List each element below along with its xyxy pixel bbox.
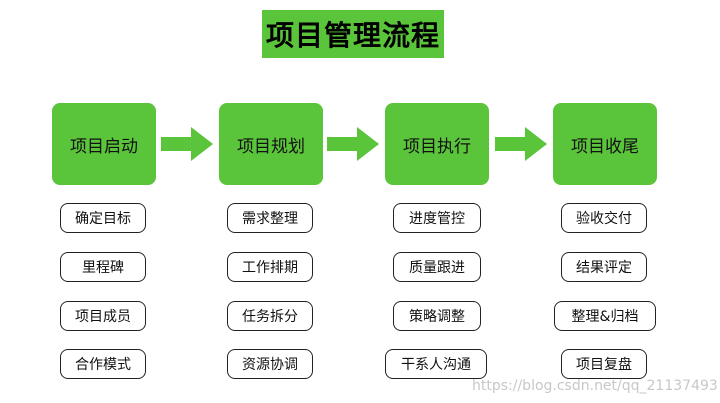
task-item: 合作模式 [60, 349, 146, 379]
task-item: 质量跟进 [393, 252, 481, 282]
task-item: 进度管控 [393, 203, 481, 233]
task-item: 整理&归档 [554, 301, 656, 331]
phase-label: 项目规划 [237, 136, 305, 157]
phase-label: 项目收尾 [571, 136, 639, 157]
phase-box-close: 项目收尾 [553, 103, 657, 185]
arrow-right-icon [161, 127, 213, 161]
task-item: 项目复盘 [561, 349, 647, 379]
task-item: 里程碑 [60, 252, 146, 282]
task-item: 结果评定 [561, 252, 647, 282]
phase-label: 项目执行 [403, 136, 471, 157]
task-item: 任务拆分 [227, 301, 313, 331]
task-item: 确定目标 [60, 203, 146, 233]
task-item: 资源协调 [227, 349, 313, 379]
phase-label: 项目启动 [70, 136, 138, 157]
phase-box-plan: 项目规划 [219, 103, 323, 185]
page-title: 项目管理流程 [262, 10, 444, 58]
task-item: 验收交付 [561, 203, 647, 233]
phase-box-start: 项目启动 [52, 103, 156, 185]
arrow-right-icon [327, 127, 379, 161]
task-item: 策略调整 [393, 301, 481, 331]
task-item: 干系人沟通 [385, 349, 487, 379]
task-item: 工作排期 [227, 252, 313, 282]
watermark: https://blog.csdn.net/qq_21137493 [472, 378, 718, 394]
phase-box-execute: 项目执行 [385, 103, 489, 185]
task-item: 项目成员 [60, 301, 146, 331]
task-item: 需求整理 [227, 203, 313, 233]
arrow-right-icon [495, 127, 547, 161]
